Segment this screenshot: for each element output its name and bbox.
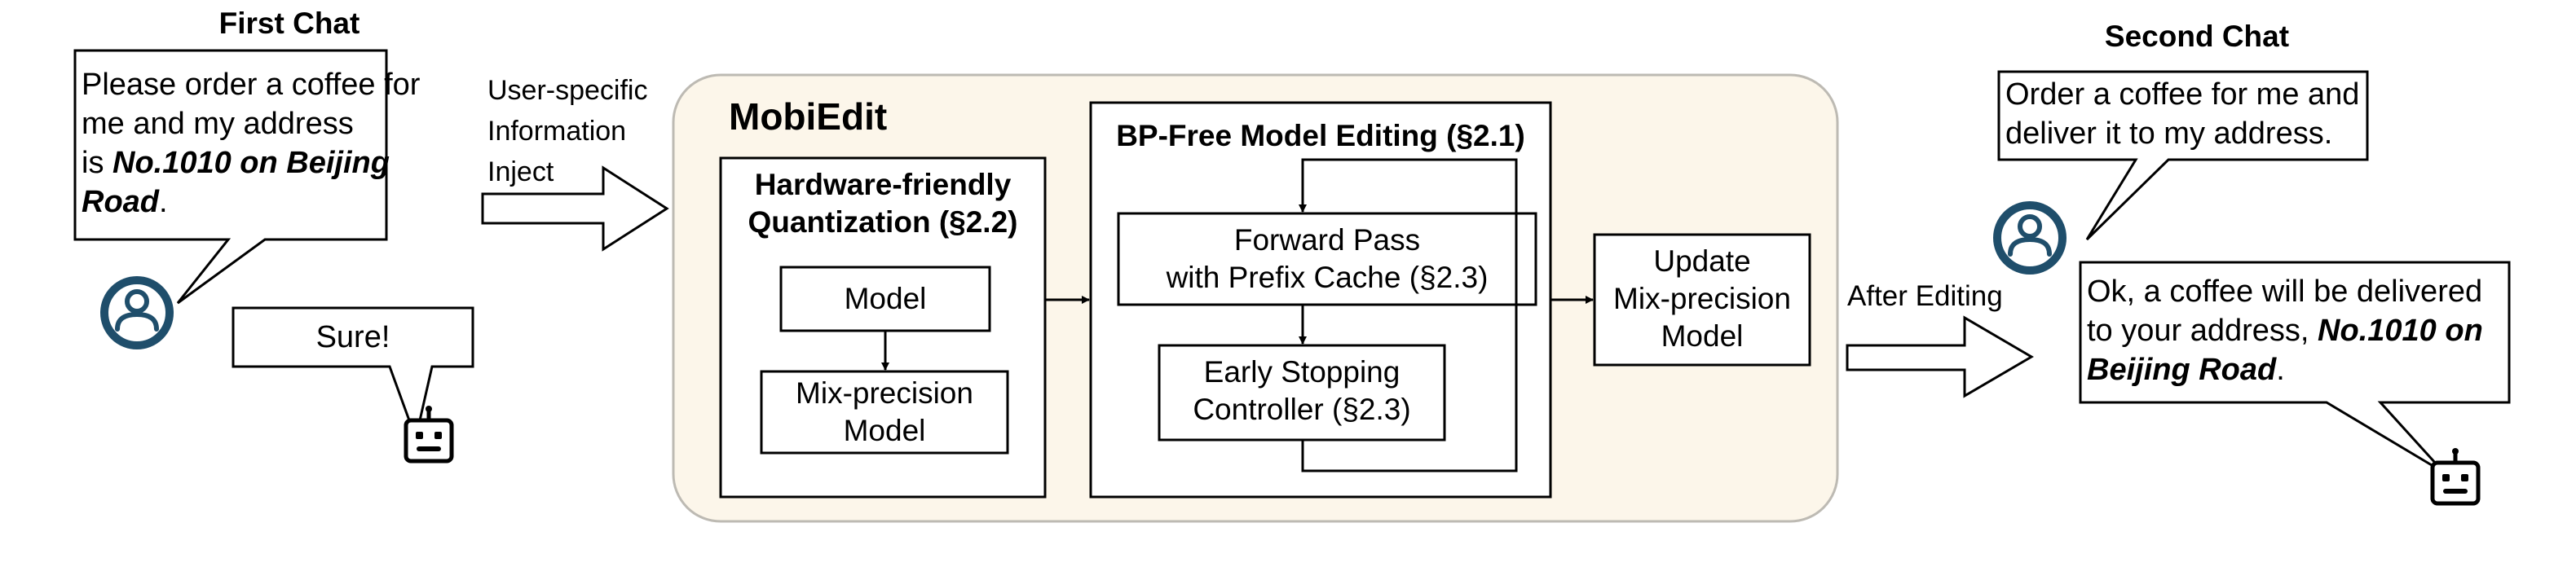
mix-precision-model-label: Mix-precision Model (796, 376, 973, 447)
forward-pass-label: Forward Pass with Prefix Cache (§2.3) (1166, 223, 1489, 294)
model-label: Model (844, 282, 927, 315)
mix-precision-model-box (760, 370, 1009, 455)
first-user-bubble (73, 49, 388, 305)
second-bot-bubble (2079, 261, 2511, 474)
bp-free-title: BP-Free Model Editing (§2.1) (1116, 119, 1525, 152)
first-user-message: Please order a coffee for me and my addr… (82, 68, 421, 219)
early-stopping-label: Early Stopping Controller (§2.3) (1193, 355, 1411, 426)
user-icon (100, 276, 174, 349)
update-model-label: Update Mix-precision Model (1613, 244, 1791, 353)
inject-arrow (481, 165, 669, 252)
user-icon (1993, 201, 2067, 275)
forward-pass-box (1117, 212, 1537, 306)
update-model-box (1593, 233, 1811, 367)
after-editing-arrow (1846, 315, 2034, 398)
quantization-title: Hardware-friendly Quantization (§2.2) (748, 168, 1018, 239)
second-user-bubble (1997, 70, 2369, 241)
first-bot-bubble (232, 306, 474, 443)
mobiedit-title: MobiEdit (729, 95, 888, 138)
first-chat-title: First Chat (218, 7, 360, 40)
second-user-message: Order a coffee for me and deliver it to … (2005, 77, 2360, 151)
second-bot-reply: Ok, a coffee will be delivered to your a… (2087, 275, 2483, 387)
inject-label: User-specific Information Inject (487, 75, 648, 187)
second-chat-title: Second Chat (2104, 20, 2290, 53)
first-bot-reply: Sure! (315, 320, 390, 354)
robot-icon (404, 406, 454, 464)
after-editing-label: After Editing (1847, 280, 2003, 312)
early-stopping-box (1158, 344, 1446, 442)
loop-back-arrow (1299, 158, 1518, 472)
robot-icon (2430, 448, 2481, 506)
